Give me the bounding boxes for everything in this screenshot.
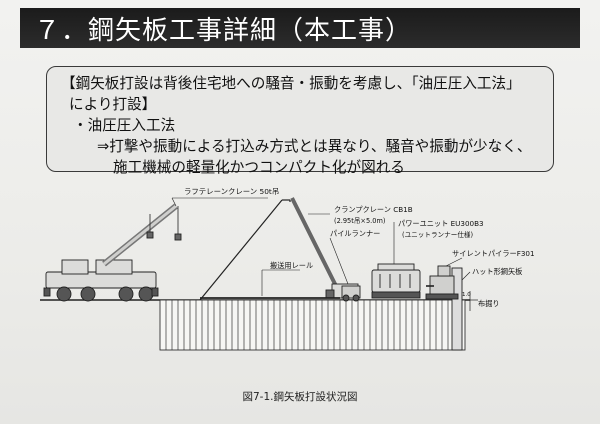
callout-line-1: 【鋼矢板打設は背後住宅地への騒音・振動を考慮し、「油圧圧入工法」 [61,75,521,92]
silent-piler-icon [425,265,459,300]
label-clamp-spec: (2.95t吊×5.0m) [334,217,385,225]
label-power-unit: パワーユニット EU300B3 [398,219,484,228]
callout-line-3: ・油圧圧入工法 [73,117,176,134]
sheet-pile-wall [159,299,466,351]
page-title: ７．鋼矢板工事詳細（本工事） [34,15,413,46]
figure-caption: 図7-1.鋼矢板打設状況図 [242,391,358,403]
callout-line-4: ⇒打撃や振動による打込み方式とは異なり、騒音や振動が少なく、 [97,138,532,155]
label-rail: 搬送用レール [270,261,313,270]
pile-driving-diagram: ラフテレーンクレーン 50t吊 クランプクレーン CB1B (2.95t吊×5.… [40,187,535,351]
callout-line-5: 施工機械の軽量化かつコンパクト化が図れる [113,159,405,176]
rough-terrain-crane-icon [43,203,182,302]
pile-runner-icon [341,285,361,302]
label-pile-runner: パイルランナー [330,229,380,238]
label-clamp-crane: クランプクレーン CB1B [334,205,413,214]
power-unit-icon [371,263,421,299]
title-bar: ７．鋼矢板工事詳細（本工事） [20,8,580,48]
label-cover: 布掘り [478,299,500,308]
label-silent-piler: サイレントパイラーF301 [452,249,535,258]
label-cover-dim: 1.0 [462,292,471,298]
callout-line-2: により打設】 [69,96,157,113]
label-crane: ラフテレーンクレーン 50t吊 [184,187,279,196]
summary-callout: 【鋼矢板打設は背後住宅地への騒音・振動を考慮し、「油圧圧入工法」 により打設】 … [46,66,554,176]
label-hat-pile: ハット形鋼矢板 [472,267,522,276]
hat-pile-icon [451,267,463,351]
label-power-unit-sub: (ユニットランナー仕様) [402,230,473,239]
